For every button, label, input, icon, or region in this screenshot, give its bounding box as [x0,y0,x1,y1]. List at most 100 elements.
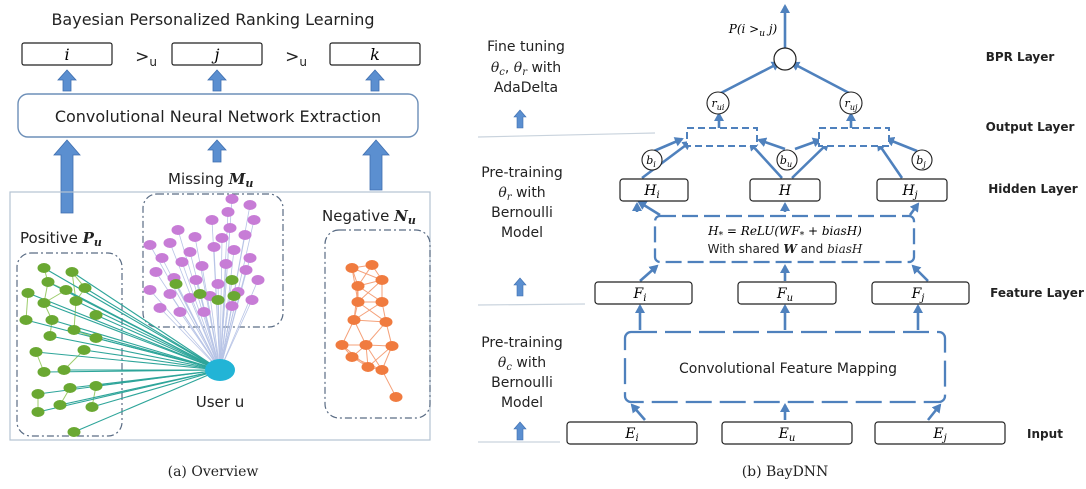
overview-panel: Bayesian Personalized Ranking Learning i… [9,10,431,480]
positive-node [37,367,51,377]
svg-text:Fj: Fj [911,286,925,304]
feature-node-j: Fj [871,281,970,305]
feature-node-i: Fi [594,281,693,305]
missing-group-frame [142,193,284,328]
missing-node [197,307,211,317]
user-positive-edge [95,314,221,371]
r-node-ui: rui [706,91,730,115]
rank-item-k-label: k [370,45,380,64]
positive-node [69,296,83,306]
missing-node [243,200,257,210]
positive-node [43,331,57,341]
missing-node [211,279,225,289]
cnn-label: Convolutional Neural Network Extraction [55,107,381,126]
missing-node [163,289,177,299]
missing-node [215,233,229,243]
missing-node [189,275,203,285]
positive-node [37,298,51,308]
missing-node [227,245,241,255]
missing-node [225,301,239,311]
b-node-i: bi [641,149,663,171]
r-node-uj: ruj [839,91,863,115]
note-fine-tuning-line1: Fine tuning [487,39,565,55]
missing-node [205,215,219,225]
user-missing-edge [175,283,221,371]
rank-item-i: i [21,42,113,66]
user-positive-edge [43,302,221,371]
user-missing-edge [219,263,227,371]
user-node [205,359,235,381]
rank-item-j: j [171,42,263,66]
positive-node [67,325,81,335]
positive-node [85,402,99,412]
hidden-node-j: Hj [876,178,948,202]
separator-line [477,303,586,306]
positive-node [77,345,91,355]
missing-node [143,240,157,250]
hidden-node-i: Hi [619,178,689,202]
user-missing-edge [199,293,221,371]
negative-node [389,392,403,402]
note-pretrain-c-line3: Bernoulli [491,375,553,391]
user-positive-edge [43,267,221,371]
user-positive-edge [71,271,221,371]
missing-node [245,295,259,305]
positive-node [65,267,79,277]
positive-node [53,400,67,410]
missing-node [175,257,189,267]
user-missing-edge [201,265,221,371]
note-pretrain-c: Pre-training θc with Bernoulli Model [481,335,563,411]
positive-node [169,279,183,289]
negative-group-frame [324,229,431,419]
missing-node [207,242,221,252]
caption-a: (a) Overview [168,464,259,480]
layer-label-output: Output Layer [986,120,1075,134]
user-positive-edge [27,292,221,371]
layer-label-input: Input [1027,427,1063,441]
positive-node [63,383,77,393]
rank-item-i-label: i [64,45,69,64]
negative-label: Negative Nu [322,207,416,227]
conv-label: Convolutional Feature Mapping [679,361,897,377]
user-missing-edge [213,246,221,371]
output-box-left [686,127,758,147]
network-edges [630,4,942,421]
negative-node [385,341,399,351]
user-missing-edge [217,299,221,371]
missing-node [251,275,265,285]
missing-node [173,307,187,317]
user-missing-edge [149,244,221,371]
svg-text:Hj: Hj [901,183,917,201]
missing-node [239,265,253,275]
baydnn-panel: Fine tuning θc, θr with AdaDelta Pre-tra… [477,4,1084,480]
positive-node [211,295,225,305]
positive-node [45,315,59,325]
layer-label-feature: Feature Layer [990,286,1084,300]
positive-node [41,277,55,287]
missing-label: Missing Mu [168,170,253,190]
positive-node [57,365,71,375]
output-box-right [818,127,890,147]
user-missing-edge [209,295,221,371]
note-arrows [513,109,527,441]
up-arrow-icon [207,139,227,163]
positive-node [37,263,51,273]
positive-node [29,347,43,357]
positive-node [89,310,103,320]
missing-node [225,194,239,204]
up-arrow-icon [513,277,527,297]
user-missing-edge [159,307,221,371]
svg-text:Ej: Ej [932,426,946,444]
output-probability: P(i >u j) [728,22,778,39]
note-pretrain-r-line4: Model [501,225,543,241]
positive-node [31,407,45,417]
user-positive-edge [49,335,221,371]
svg-text:bj: bj [916,154,926,169]
up-arrow-icon [365,69,385,92]
missing-node [183,293,197,303]
up-arrow-icon [513,109,527,129]
note-pretrain-r: Pre-training θr with Bernoulli Model [481,165,563,241]
separator-line [477,132,656,138]
positive-node [89,333,103,343]
